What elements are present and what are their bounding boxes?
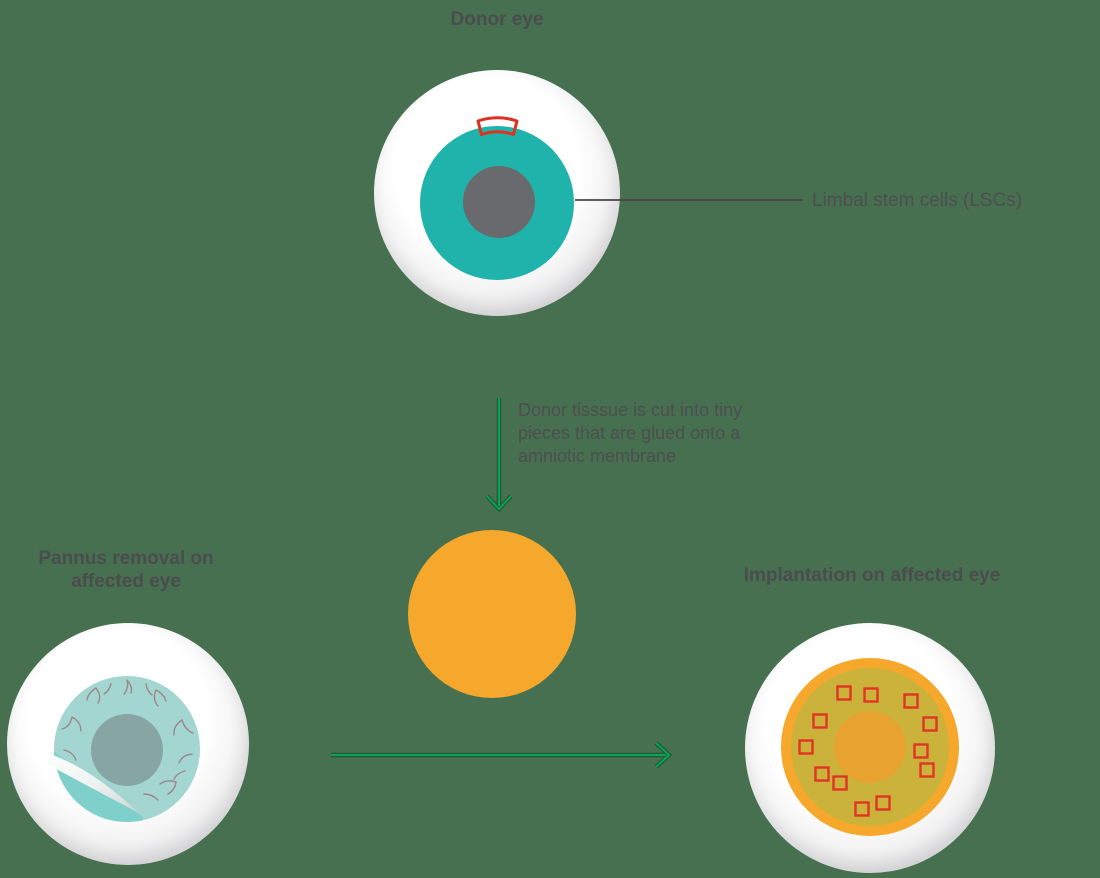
affected-eye-illustration (7, 623, 249, 865)
peeled-region (54, 739, 143, 822)
pannus-title: Pannus removal on affected eye (38, 547, 213, 593)
lsc-piece-marker (798, 739, 814, 755)
process-note-line-1: Donor tisssue is cut into tiny (518, 400, 743, 420)
lsc-piece-marker (836, 685, 852, 701)
donor-eye-graphic (420, 116, 574, 280)
affected-eye-graphic (43, 676, 200, 822)
lsc-callout-label: Limbal stem cells (LSCs) (812, 190, 1023, 211)
donor-eye-illustration (374, 70, 620, 316)
lsc-piece-marker (854, 801, 870, 817)
donor-pupil (463, 166, 535, 238)
down-arrow-icon (485, 398, 513, 513)
right-arrow-icon (331, 741, 673, 769)
pannus-title-line-1: Pannus removal on (38, 548, 214, 569)
lsc-piece-marker (903, 693, 919, 709)
lsc-piece-marker (814, 766, 830, 782)
process-note: Donor tisssue is cut into tiny pieces th… (518, 399, 742, 468)
peel-flap (43, 752, 139, 813)
lsc-piece-marker (812, 713, 828, 729)
pannus-title-line-2: affected eye (71, 571, 181, 592)
implant-center (834, 711, 906, 783)
process-note-line-3: amniotic membrane (518, 446, 677, 466)
lsc-piece-markers (798, 685, 938, 817)
implanted-eye-illustration (745, 623, 995, 873)
lsc-piece-marker (919, 762, 935, 778)
lsc-piece-marker (863, 687, 879, 703)
implanted-eye-graphic (781, 658, 959, 836)
lsc-piece-marker (832, 775, 848, 791)
lsc-piece-marker (875, 795, 891, 811)
process-note-line-2: pieces that are glued onto a (518, 423, 741, 443)
lsc-piece-marker (922, 716, 938, 732)
amniotic-membrane-disc (408, 530, 576, 698)
lsc-marker-outline (476, 116, 519, 136)
implantation-title: Implantation on affected eye (743, 565, 1001, 586)
lsc-piece-marker (913, 743, 929, 759)
affected-pupil (91, 714, 163, 786)
pannus-vessels (61, 679, 194, 801)
donor-eye-title: Donor eye (450, 9, 544, 30)
